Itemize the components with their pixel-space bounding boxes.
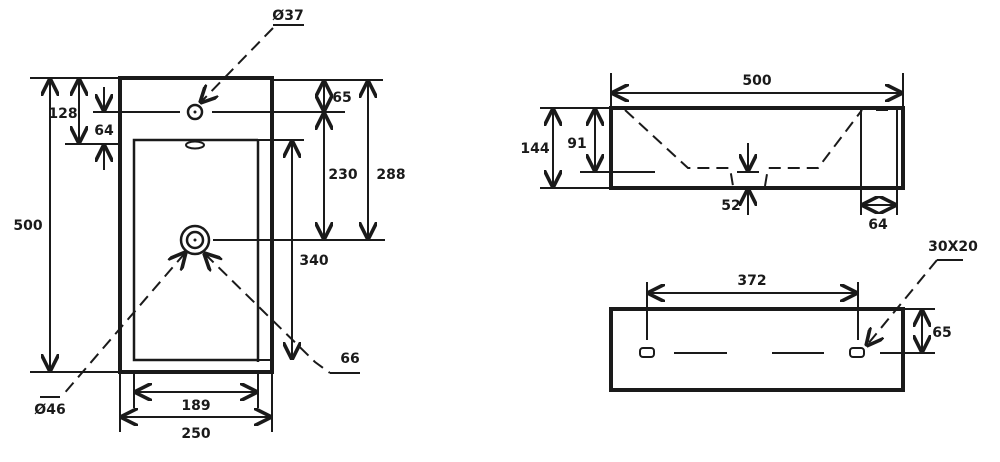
mount-slot-right xyxy=(849,347,865,358)
bowl-profile-left xyxy=(624,109,734,187)
dim-bowl-depth: 91 xyxy=(567,136,586,152)
tap-hole-section xyxy=(876,106,888,111)
tap-hole-center xyxy=(193,110,197,114)
callout-mount-slot-size: 30X20 xyxy=(928,239,978,255)
leader-drain xyxy=(61,253,185,397)
side-outline xyxy=(609,106,905,190)
drain-center xyxy=(193,238,197,242)
basin-outline xyxy=(118,76,274,374)
dim-overall-width: 250 xyxy=(181,426,210,442)
back-view: 372 65 30X20 xyxy=(609,239,978,392)
callout-tap-hole-diameter: Ø37 xyxy=(272,8,303,24)
dim-tap-hole-offset: 128 xyxy=(48,106,77,122)
dim-overall-height: 144 xyxy=(520,141,549,157)
callout-drain-diameter: Ø46 xyxy=(34,402,65,418)
dim-deck-width: 64 xyxy=(868,217,888,233)
dim-bowl-length: 340 xyxy=(299,253,328,269)
callout-bowl-corner: 66 xyxy=(340,351,359,367)
bowl-outline xyxy=(132,138,258,362)
dim-overall-length: 500 xyxy=(13,218,42,234)
dim-tap-to-drain: 230 xyxy=(328,167,357,183)
drain-outer xyxy=(179,224,211,256)
back-outline xyxy=(609,307,905,392)
dim-mount-spacing: 372 xyxy=(737,273,766,289)
tap-hole xyxy=(186,103,204,121)
overflow-slot xyxy=(185,140,205,150)
dim-side-length: 500 xyxy=(742,73,771,89)
mount-slot-left xyxy=(639,347,655,358)
dim-tap-to-bowl: 64 xyxy=(94,123,114,139)
dim-base-thickness: 52 xyxy=(721,198,740,214)
side-view: 500 144 91 52 64 xyxy=(520,73,905,233)
bowl-profile-right xyxy=(764,109,863,187)
dim-tap-from-edge: 65 xyxy=(332,90,351,106)
dim-edge-to-drain: 288 xyxy=(376,167,405,183)
dim-mount-height: 65 xyxy=(932,325,951,341)
leader-tap-hole xyxy=(201,27,274,102)
dim-bowl-width: 189 xyxy=(181,398,210,414)
top-view: 500 128 64 65 230 288 340 189 250 xyxy=(13,8,405,442)
leader-corner xyxy=(205,254,331,374)
drain-inner xyxy=(185,230,205,250)
